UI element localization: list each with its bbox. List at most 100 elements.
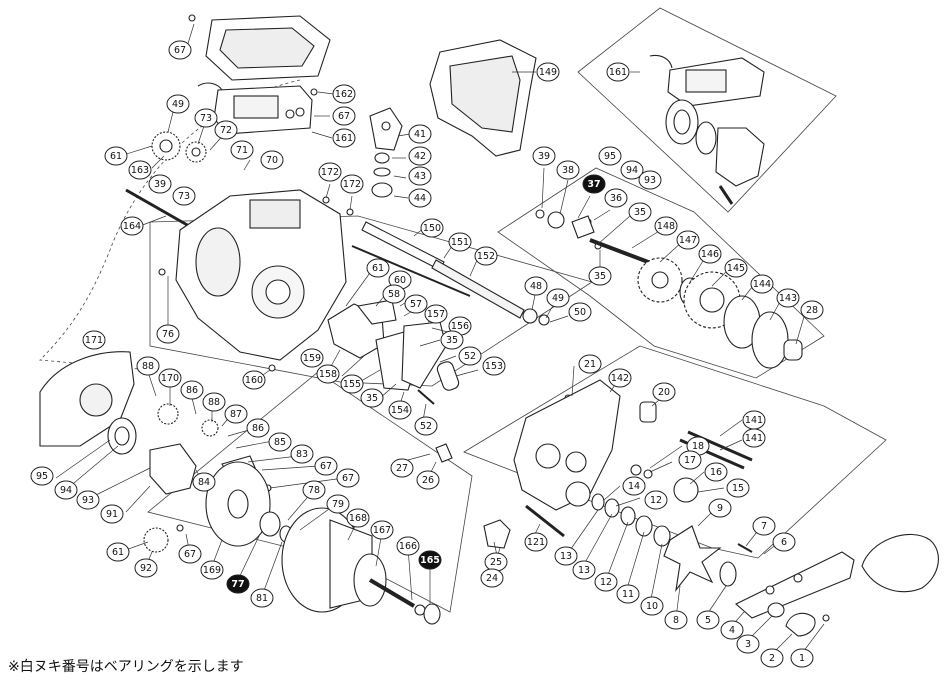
callout-number: 148: [657, 221, 675, 232]
callout-number: 70: [266, 155, 278, 166]
callout-number: 150: [423, 223, 441, 234]
part-callout: 144: [750, 274, 774, 294]
callout-number: 91: [106, 509, 118, 520]
callout-number: 94: [626, 165, 638, 176]
callout-number: 20: [658, 387, 670, 398]
callout-bubble: [474, 246, 498, 266]
callout-number: 42: [414, 151, 426, 162]
callout-number: 49: [172, 99, 184, 110]
part-callout: 152: [474, 246, 498, 266]
callout-bubble: [290, 444, 314, 464]
callout-number: 27: [396, 463, 408, 474]
callout-bubble: [166, 94, 190, 114]
callout-number: 57: [410, 299, 422, 310]
callout-number: 4: [729, 625, 735, 636]
callout-bubble: [332, 128, 356, 148]
shaft-164-part: [125, 188, 197, 232]
callout-number: 157: [427, 309, 445, 320]
part-callout: 141: [742, 410, 766, 430]
callout-number: 94: [60, 485, 72, 496]
callout-number: 73: [200, 113, 212, 124]
callout-number: 78: [308, 485, 320, 496]
callout-bubble: [180, 380, 204, 400]
part-callout: 10: [640, 596, 664, 616]
callout-number: 17: [684, 455, 696, 466]
callout-bubble: [318, 162, 342, 182]
callout-number: 149: [539, 67, 557, 78]
part-callout: 161: [332, 128, 356, 148]
callout-number: 77: [231, 579, 244, 590]
callout-number: 37: [587, 179, 600, 190]
part-callout: 72: [214, 120, 238, 140]
callout-bubble: [340, 374, 364, 394]
callout-number: 154: [391, 405, 409, 416]
callout-bubble: [696, 610, 720, 630]
part-callout: 6: [772, 532, 796, 552]
callout-number: 72: [220, 125, 232, 136]
callout-bubble: [524, 276, 548, 296]
callout-bubble: [652, 382, 676, 402]
part-callout: 84: [192, 472, 216, 492]
callout-number: 170: [161, 373, 179, 384]
part-callout: 9: [708, 498, 732, 518]
callout-bubble: [388, 400, 412, 420]
callout-bubble: [54, 480, 78, 500]
callout-number: 143: [779, 293, 797, 304]
part-callout: 61: [366, 258, 390, 278]
part-callout: 145: [724, 258, 748, 278]
callout-bubble: [136, 356, 160, 376]
part-callout: 88: [202, 392, 226, 412]
callout-number: 160: [245, 375, 263, 386]
callout-number: 172: [321, 167, 339, 178]
callout-bubble: [242, 370, 266, 390]
part-callout: 67: [168, 40, 192, 60]
part-callout: 14: [622, 476, 646, 496]
callout-bubble: [582, 174, 606, 194]
callout-number: 172: [343, 179, 361, 190]
part-callout: 159: [300, 348, 324, 368]
callout-bubble: [726, 478, 750, 498]
callout-number: 95: [604, 151, 616, 162]
star-drag-9-part: [663, 525, 722, 593]
callout-number: 88: [208, 397, 220, 408]
callout-number: 8: [673, 615, 679, 626]
part-callout: 67: [178, 544, 202, 564]
part-callout: 153: [482, 356, 506, 376]
part-callout: 171: [82, 330, 106, 350]
part-callout: 39: [148, 174, 172, 194]
callout-number: 58: [388, 289, 400, 300]
part-callout: 61: [104, 146, 128, 166]
callout-bubble: [106, 542, 130, 562]
part-callout: 2: [760, 648, 784, 668]
callout-bubble: [148, 174, 172, 194]
spool-flange-143-part: [751, 311, 789, 369]
callout-number: 39: [538, 151, 550, 162]
part-callout: 52: [458, 346, 482, 366]
callout-bubble: [416, 470, 440, 490]
callout-bubble: [346, 508, 370, 528]
part-callout: 168: [346, 508, 370, 528]
callout-bubble: [192, 472, 216, 492]
part-callout: 21: [578, 354, 602, 374]
callout-number: 3: [745, 639, 751, 650]
callout-bubble: [314, 456, 338, 476]
part-callout: 121: [524, 532, 548, 552]
callout-bubble: [226, 574, 250, 594]
callout-number: 142: [611, 373, 629, 384]
part-callout: 92: [134, 558, 158, 578]
callout-number: 35: [366, 393, 378, 404]
part-callout: 1: [790, 648, 814, 668]
callout-number: 50: [574, 307, 586, 318]
callout-bubble: [608, 368, 632, 388]
part-callout: 61: [106, 542, 130, 562]
callout-bubble: [790, 648, 814, 668]
parts-drawings: [39, 14, 939, 637]
part-callout: 28: [800, 300, 824, 320]
motor-group-outline: [577, 7, 837, 213]
part-callout: 48: [524, 276, 548, 296]
part-callout: 148: [654, 216, 678, 236]
callout-bubble: [448, 232, 472, 252]
callout-number: 38: [562, 165, 574, 176]
callout-number: 86: [252, 423, 264, 434]
callout-bubble: [104, 146, 128, 166]
